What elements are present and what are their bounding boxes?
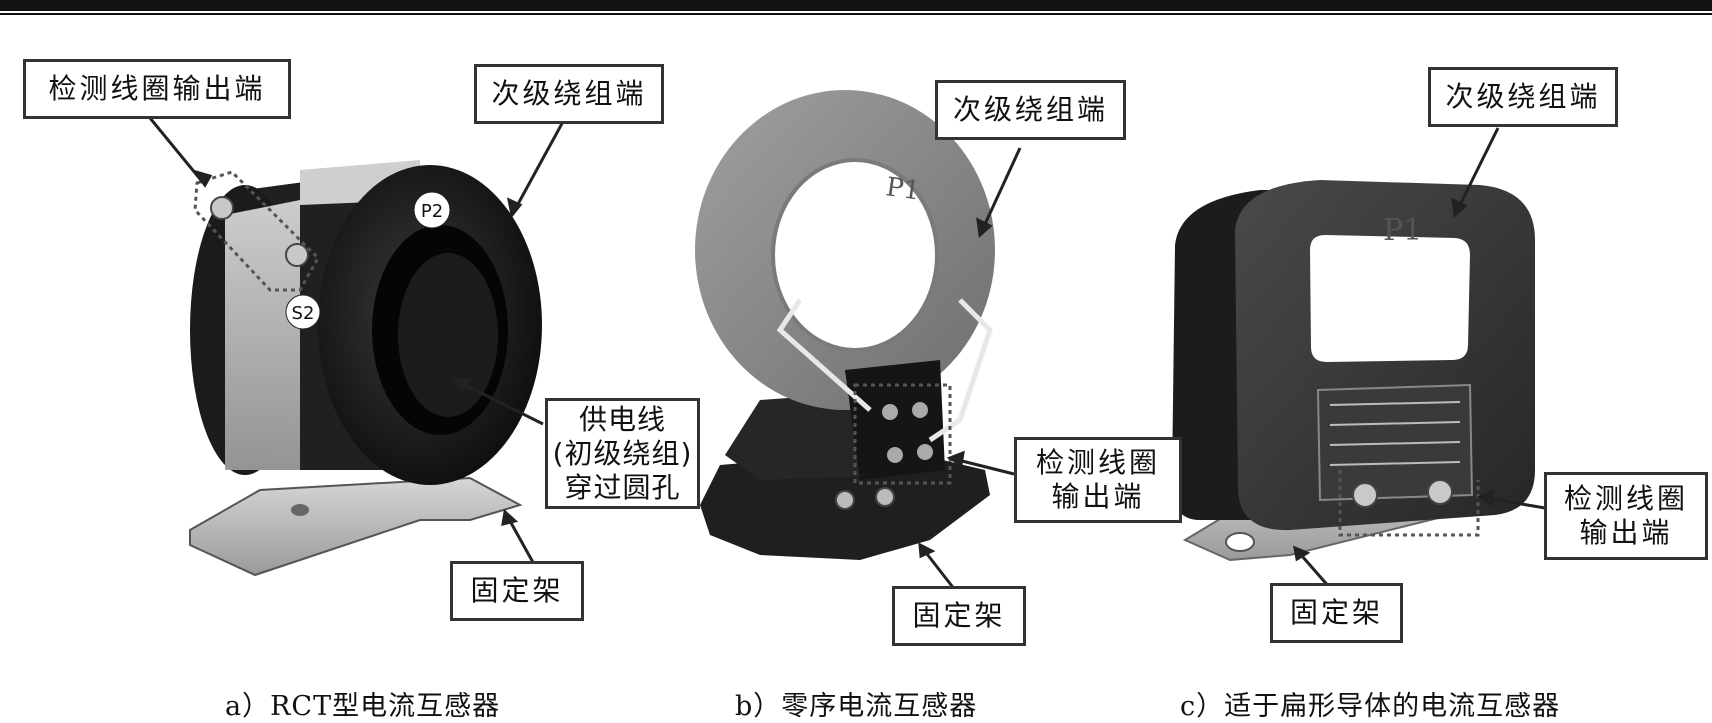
label-detect-c-line-2: 输出端 [1579, 516, 1673, 549]
label-secondary-c: 次级绕组端 [1428, 67, 1618, 127]
rct-transformer [189, 160, 542, 577]
panel-a-leaders [148, 117, 567, 567]
label-bracket-a: 固定架 [450, 561, 584, 621]
top-border-thick [0, 0, 1712, 11]
p1-mark-b: P1 [884, 172, 922, 206]
flat-conductor-transformer [1171, 180, 1535, 562]
p1-mark-c: P1 [1383, 213, 1422, 248]
label-secondary-a: 次级绕组端 [474, 64, 664, 124]
label-bracket-c: 固定架 [1270, 583, 1403, 643]
label-detect-b-line-2: 输出端 [1051, 480, 1145, 513]
caption-c: c）适于扁形导体的电流互感器 [1180, 691, 1561, 722]
label-supply-line-3: 穿过圆孔 [564, 470, 681, 504]
s2-mark: S2 [292, 303, 315, 324]
label-detect-b-line-1: 检测线圈 [1035, 446, 1160, 479]
label-detect-output-a: 检测线圈输出端 [23, 59, 291, 119]
p2-mark: P2 [421, 201, 443, 222]
panel-c-leaders [1293, 127, 1546, 589]
zero-sequence-transformer [695, 90, 995, 560]
label-secondary-b: 次级绕组端 [935, 80, 1126, 140]
top-border-thin [0, 13, 1712, 15]
label-detect-c-line-1: 检测线圈 [1563, 482, 1688, 515]
label-supply-wire: 供电线 (初级绕组) 穿过圆孔 [545, 398, 700, 509]
caption-b: b）零序电流互感器 [735, 691, 978, 722]
label-supply-line-1: 供电线 [578, 402, 666, 436]
label-bracket-b: 固定架 [892, 586, 1026, 646]
caption-a: a）RCT型电流互感器 [225, 691, 501, 722]
label-supply-line-2: (初级绕组) [552, 436, 693, 470]
label-detect-output-b: 检测线圈 输出端 [1014, 437, 1182, 523]
label-detect-output-c: 检测线圈 输出端 [1544, 472, 1708, 560]
panel-b-leaders [918, 147, 1022, 591]
